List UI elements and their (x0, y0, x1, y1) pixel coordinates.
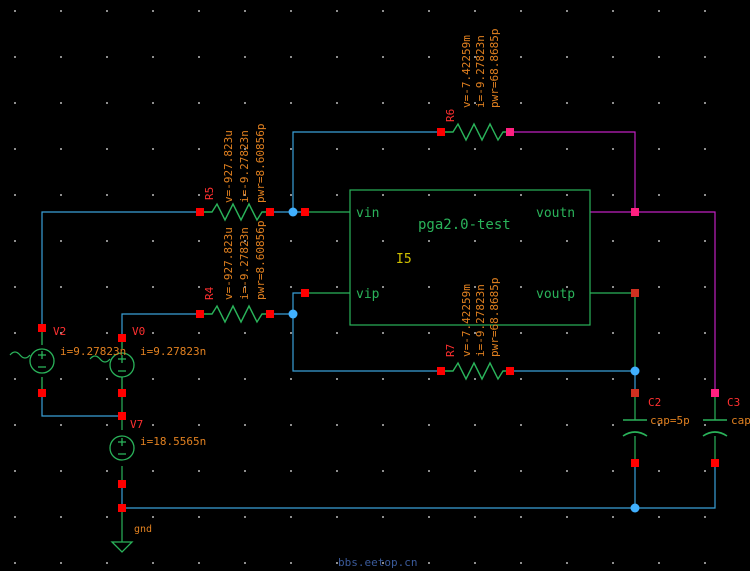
pin-label-vip: vip (356, 287, 380, 302)
r7-v: v=-7.42259m (460, 284, 473, 357)
junctions (288, 207, 640, 513)
r4-v: v=-927.823u (222, 227, 235, 300)
capacitor-c3[interactable] (702, 419, 728, 437)
watermark: bbs.eetop.cn (338, 556, 417, 569)
v7-name: V7 (130, 418, 143, 431)
pin-label-voutp: voutp (536, 287, 575, 302)
ground-icon[interactable] (110, 541, 134, 553)
resistor-r6[interactable] (441, 122, 510, 142)
c3-cap: cap (731, 414, 750, 427)
v2-name: V2 (53, 325, 66, 338)
pin-label-vin: vin (356, 206, 379, 221)
instance-cell-name: pga2.0-test (418, 217, 511, 233)
source-v2[interactable] (9, 328, 55, 393)
wire-v2-bottom (41, 393, 122, 417)
c2-name: C2 (648, 396, 661, 409)
r6-i: i=-9.27823n (474, 35, 487, 108)
r6-name: R6 (444, 109, 457, 122)
r4-pwr: pwr=8.60856p (254, 221, 267, 300)
r6-pwr: pwr=68.8685p (488, 29, 501, 108)
r4-i: i=-9.27823n (238, 227, 251, 300)
r5-v: v=-927.823u (222, 130, 235, 203)
resistor-r7[interactable] (441, 361, 510, 381)
wire-v0-r4 (121, 313, 200, 338)
v0-name: V0 (132, 325, 145, 338)
wire-r6-voutn (510, 131, 636, 212)
wire-r6-vin (292, 131, 441, 212)
r7-name: R7 (444, 344, 457, 357)
r6-v: v=-7.42259m (460, 35, 473, 108)
v2-current: i=9.27823n (60, 345, 126, 358)
r7-i: i=-9.27823n (474, 284, 487, 357)
r7-pwr: pwr=68.8685p (488, 278, 501, 357)
capacitor-c2[interactable] (622, 419, 648, 437)
pin-label-voutn: voutn (536, 206, 575, 221)
instance-name: I5 (396, 252, 412, 267)
r5-pwr: pwr=8.60856p (254, 124, 267, 203)
resistor-r4[interactable] (200, 304, 270, 324)
source-v7[interactable] (109, 435, 135, 461)
r5-i: i=-9.27823n (238, 130, 251, 203)
v0-current: i=9.27823n (140, 345, 206, 358)
r5-name: R5 (203, 187, 216, 200)
r6-annotation: R6 (444, 109, 457, 122)
pins (38, 128, 719, 512)
resistor-r5[interactable] (200, 202, 270, 222)
r4-name: R4 (203, 286, 216, 300)
instance-box[interactable] (349, 189, 591, 326)
ground-label: gnd (134, 524, 152, 535)
v7-current: i=18.5565n (140, 435, 206, 448)
wire-v2-r5 (41, 211, 200, 328)
c2-cap: cap=5p (650, 414, 690, 427)
wire-junction-r7 (292, 314, 441, 372)
wire-ground-bus (121, 463, 716, 509)
c3-name: C3 (727, 396, 740, 409)
